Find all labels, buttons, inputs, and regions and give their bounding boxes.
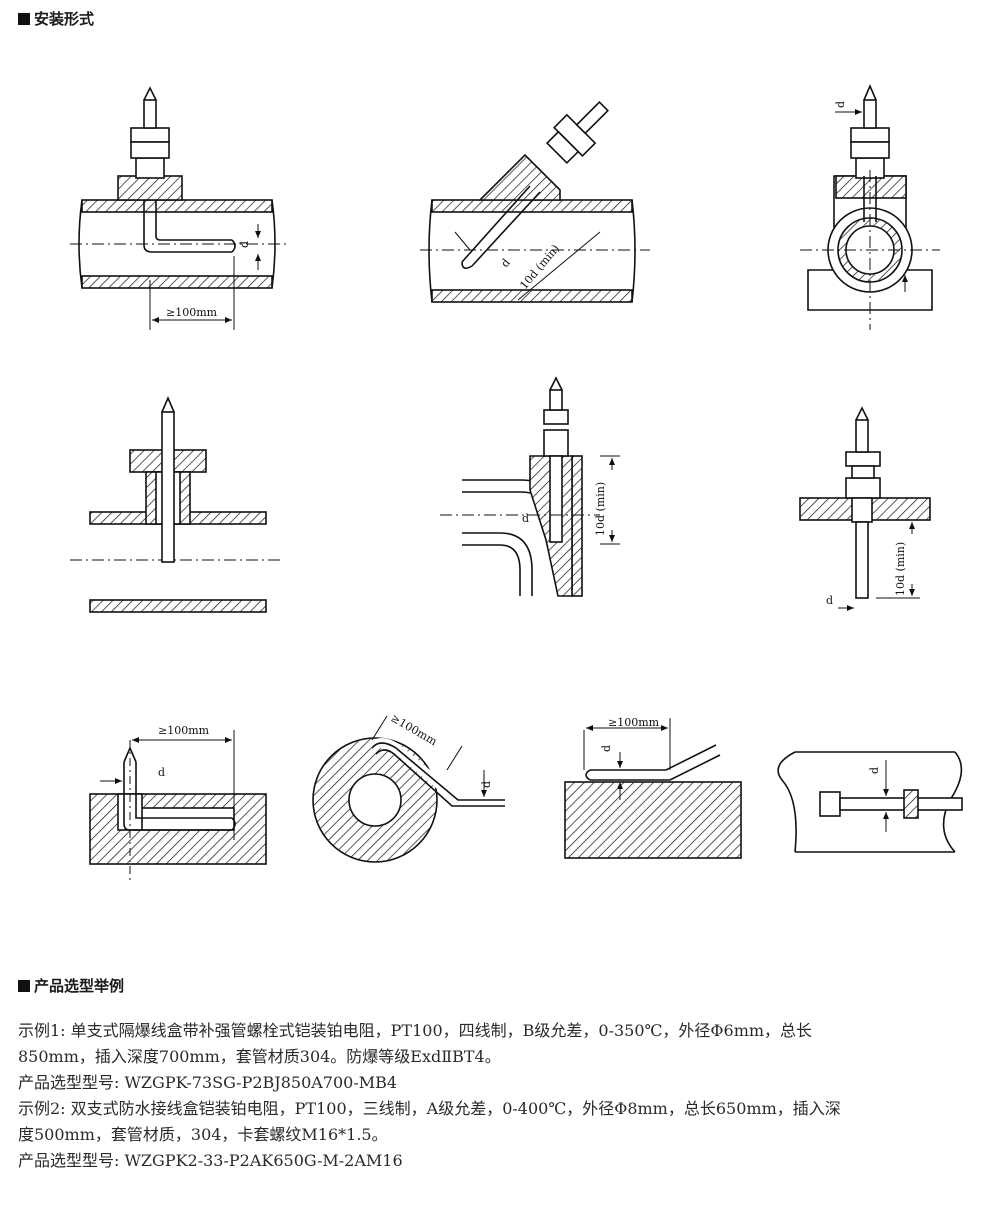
diagram-wall-insertion	[799, 406, 931, 611]
diagram-elbow-insertion	[440, 376, 620, 597]
selection-examples: 示例1: 单支式隔爆线盒带补强管螺栓式铠装铂电阻，PT100，四线制，B级允差，…	[18, 1018, 990, 1174]
diagram-flange-probe	[70, 395, 280, 613]
diagram-bent-probe-block	[89, 730, 267, 880]
diagram-surface-probe	[564, 718, 742, 859]
diagram7-d-label: d	[158, 766, 165, 779]
selection-section-title: 产品选型举例	[18, 975, 124, 996]
diagram10-d-label: d	[868, 767, 881, 774]
diagram7-min100-label: ≥100mm	[158, 724, 210, 737]
diagram-pipe-side-insertion	[777, 751, 963, 853]
example2-model: 产品选型型号: WZGPK2-33-P2AK650G-M-2AM16	[18, 1151, 403, 1170]
diagram9-min100-label: ≥100mm	[608, 716, 660, 729]
installation-section-title: 安装形式	[18, 8, 94, 29]
diagram3-d-label: d	[834, 101, 847, 108]
selection-title-text: 产品选型举例	[34, 977, 125, 995]
diagram5-10d-label: 10d (min)	[594, 482, 607, 536]
diagram8-d-label: d	[480, 781, 493, 788]
example2-line2: 度500mm，套管材质，304，卡套螺纹M16*1.5。	[18, 1125, 388, 1144]
example2-line1: 示例2: 双支式防水接线盒铠装铂电阻，PT100，三线制，A级允差，0-400℃…	[18, 1099, 841, 1118]
diagram1-min100-label: ≥100mm	[166, 306, 218, 319]
diagram1-d-label: d	[238, 241, 251, 248]
diagram5-d-label: d	[522, 512, 529, 525]
diagram-pipe-clamp	[800, 83, 940, 330]
diagram-ring-bent-probe	[312, 715, 505, 863]
example1-model: 产品选型型号: WZGPK-73SG-P2BJ850A700-MB4	[18, 1073, 398, 1092]
installation-diagrams: ≥100mm d 10d (min) d	[70, 83, 963, 880]
diagram2-d-label: d	[498, 256, 512, 270]
diagram9-d-label: d	[600, 745, 613, 752]
square-bullet-icon	[18, 12, 30, 25]
diagram-bent-probe-pipe	[70, 86, 290, 330]
diagram6-10d-label: 10d (min)	[894, 542, 907, 596]
example1-line1: 示例1: 单支式隔爆线盒带补强管螺栓式铠装铂电阻，PT100，四线制，B级允差，…	[18, 1021, 813, 1040]
installation-title-text: 安装形式	[34, 10, 95, 28]
diagram-angled-insertion	[420, 100, 650, 303]
example1-line2: 850mm，插入深度700mm，套管材质304。防爆等级ExdⅡBT4。	[18, 1047, 501, 1066]
square-bullet-icon	[18, 979, 30, 992]
diagram6-d-label: d	[826, 594, 833, 607]
